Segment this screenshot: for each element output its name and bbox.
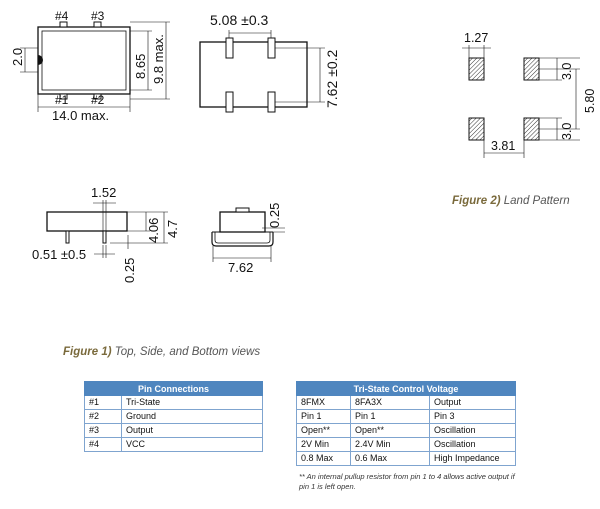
side-view-dim-height: 4.06 xyxy=(146,218,161,243)
side-view-dim-width: 0.51 ±0.5 xyxy=(32,247,86,262)
bottom-view-dim-pitch: 5.08 ±0.3 xyxy=(210,12,268,28)
function-cell: VCC xyxy=(121,437,263,452)
table-cell: High Impedance xyxy=(429,451,516,466)
pin-cell: #2 xyxy=(84,409,122,424)
bottom-view-drawing xyxy=(199,30,325,113)
figure1-caption: Figure 1) Top, Side, and Bottom views xyxy=(63,346,260,358)
function-cell: Output xyxy=(121,423,263,438)
table-cell: Pin 3 xyxy=(429,409,516,424)
table-cell: 2V Min xyxy=(296,437,351,452)
land-dim-pad-height-2: 3.0 xyxy=(560,123,574,140)
top-view-dim-max-height: 9.8 max. xyxy=(151,34,166,84)
top-view-drawing xyxy=(20,21,170,112)
tristate-voltage-table: Tri-State Control Voltage 8FMX 8FA3X Out… xyxy=(296,381,516,466)
pin-connections-table: Pin Connections #1 Tri-State #2 Ground #… xyxy=(84,381,263,452)
top-view-pin2: #2 xyxy=(91,93,105,107)
figure2-text: Land Pattern xyxy=(503,195,570,207)
tristate-footnote: ** An internal pullup resistor from pin … xyxy=(299,472,515,491)
end-view-dim-thick: 0.25 xyxy=(267,203,282,228)
land-dim-pad-width: 1.27 xyxy=(464,31,488,45)
end-view-dim-span: 7.62 xyxy=(228,260,253,275)
table-cell: Pin 1 xyxy=(350,409,430,424)
land-dim-center: 5.80 xyxy=(583,89,597,113)
bottom-view-dim-height: 7.62 ±0.2 xyxy=(324,50,340,108)
table-row: 8FMX 8FA3X Output xyxy=(296,395,516,410)
pin-cell: #1 xyxy=(84,395,122,410)
pin-table-title: Pin Connections xyxy=(84,381,263,396)
table-cell: 0.6 Max xyxy=(350,451,430,466)
table-cell: Open** xyxy=(296,423,351,438)
land-pattern-drawing xyxy=(462,45,580,158)
table-cell: 8FA3X xyxy=(350,395,430,410)
figure2-caption: Figure 2) Land Pattern xyxy=(452,195,570,207)
table-cell: Oscillation xyxy=(429,423,516,438)
pin-cell: #4 xyxy=(84,437,122,452)
table-row: #2 Ground xyxy=(84,409,263,424)
side-view-dim-standoff: 0.25 xyxy=(122,258,137,283)
tristate-table-title: Tri-State Control Voltage xyxy=(296,381,516,396)
table-cell: Open** xyxy=(350,423,430,438)
table-row: Open** Open** Oscillation xyxy=(296,423,516,438)
top-view-pin4: #4 xyxy=(55,9,69,23)
top-view-dim-height: 8.65 xyxy=(133,54,148,79)
top-view-pin1: #1 xyxy=(55,93,69,107)
top-view-pin3: #3 xyxy=(91,9,105,23)
table-cell: 0.8 Max xyxy=(296,451,351,466)
land-dim-pad-height-1: 3.0 xyxy=(560,63,574,80)
function-cell: Ground xyxy=(121,409,263,424)
side-view-drawing xyxy=(46,200,168,258)
table-cell: Pin 1 xyxy=(296,409,351,424)
table-cell: 8FMX xyxy=(296,395,351,410)
end-view-drawing xyxy=(211,207,285,262)
figure1-text: Top, Side, and Bottom views xyxy=(114,346,261,358)
figure2-label: Figure 2) xyxy=(452,195,501,207)
table-row: #3 Output xyxy=(84,423,263,438)
top-view-dim-pad: 2.0 xyxy=(10,48,25,66)
table-row: 0.8 Max 0.6 Max High Impedance xyxy=(296,451,516,466)
table-cell: Output xyxy=(429,395,516,410)
land-dim-pitch: 3.81 xyxy=(491,139,515,153)
side-view-dim-lead: 1.52 xyxy=(91,185,116,200)
table-cell: Oscillation xyxy=(429,437,516,452)
pin-cell: #3 xyxy=(84,423,122,438)
function-cell: Tri-State xyxy=(121,395,263,410)
table-row: Pin 1 Pin 1 Pin 3 xyxy=(296,409,516,424)
table-cell: 2.4V Min xyxy=(350,437,430,452)
top-view-dim-width: 14.0 max. xyxy=(52,108,109,123)
table-row: #4 VCC xyxy=(84,437,263,452)
table-row: #1 Tri-State xyxy=(84,395,263,410)
side-view-dim-total: 4.7 xyxy=(165,220,180,238)
figure1-label: Figure 1) xyxy=(63,346,112,358)
table-row: 2V Min 2.4V Min Oscillation xyxy=(296,437,516,452)
